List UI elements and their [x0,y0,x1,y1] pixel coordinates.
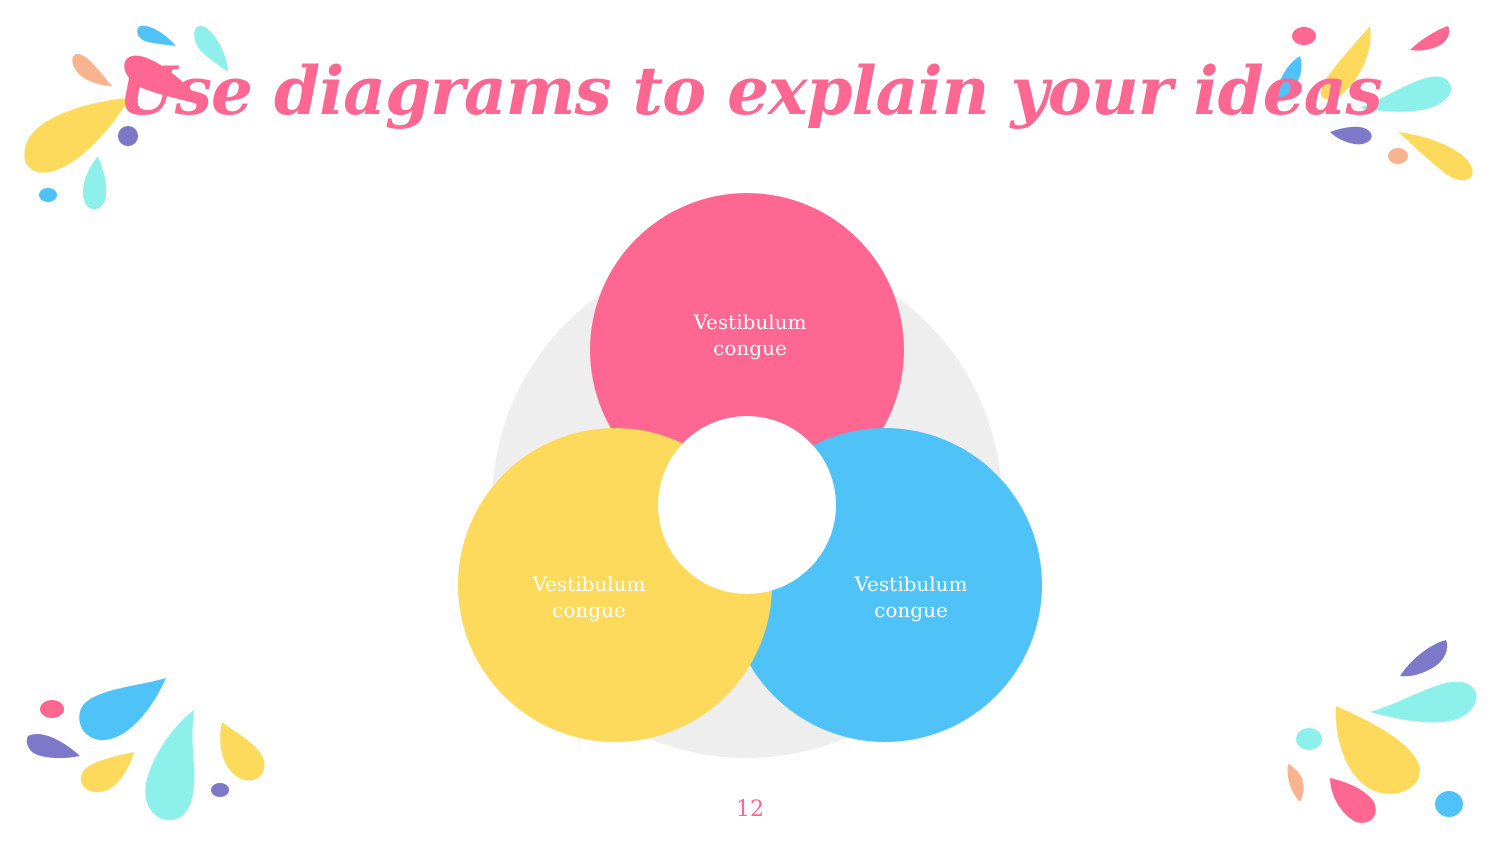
slide-title: Use diagrams to explain your ideas [118,52,1382,130]
splash-decoration-bottom-left [26,678,265,821]
label-line: congue [713,336,787,360]
center-circle [658,416,836,594]
circle-top-label: Vestibulum congue [670,309,830,361]
circle-top [590,193,904,507]
circle-left-label: Vestibulum congue [509,571,669,623]
label-line: Vestibulum [693,310,807,334]
label-line: Vestibulum [854,572,968,596]
circle-right-label: Vestibulum congue [831,571,991,623]
splash-decoration-bottom-right [1287,640,1477,823]
page-number: 12 [736,797,764,822]
label-line: congue [874,598,948,622]
splash-decoration-top-right [1274,26,1473,181]
label-line: congue [552,598,626,622]
splash-decoration-top-left [24,25,228,210]
label-line: Vestibulum [532,572,646,596]
